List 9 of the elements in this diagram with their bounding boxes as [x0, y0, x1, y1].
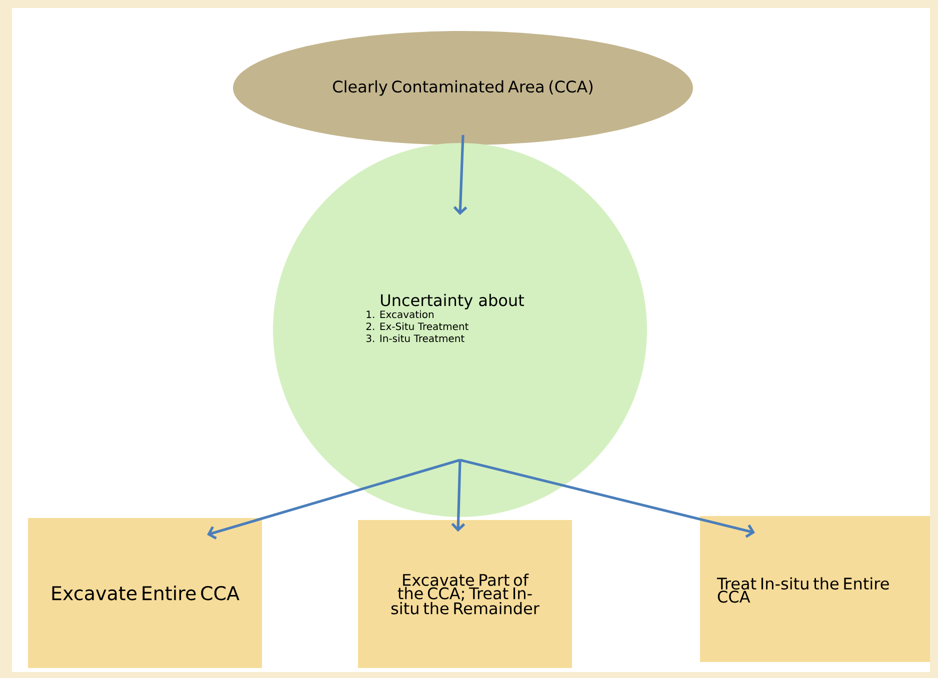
circle-node: Uncertainty about 1. Excavation 2. Ex-Situ Treatment 3. In-situ Treatment	[273, 143, 647, 517]
arrow	[207, 458, 460, 540]
arrow	[460, 458, 755, 538]
process-box: Treat In-situ the Entire CCA	[700, 516, 930, 662]
ellipse-node: Clearly Contaminated Area (CCA)	[233, 31, 693, 145]
process-box: Excavate Entire CCA	[28, 518, 262, 668]
arrow	[451, 460, 466, 532]
arrow	[453, 134, 468, 215]
process-box: Excavate Part of the CCA; Treat In-situ the Remainder	[358, 520, 572, 668]
